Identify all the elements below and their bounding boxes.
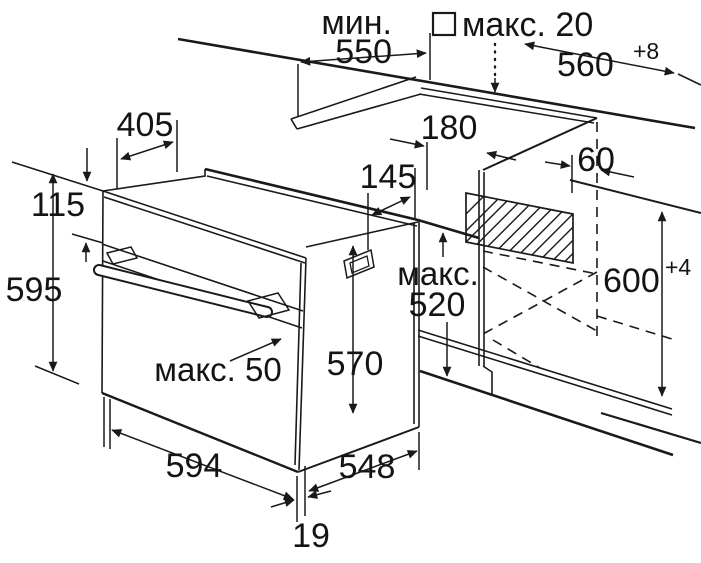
vent-cutout-hatch-area [465, 191, 574, 265]
label-overhang-max-20: макс. 20 [462, 6, 593, 44]
worktop [177, 37, 701, 130]
dimension-labels: мин. 550 макс. 20 560 +8 405 115 595 180… [6, 4, 692, 555]
label-top-depth-405: 405 [117, 106, 174, 144]
label-180: 180 [421, 109, 478, 147]
oven [11, 161, 480, 474]
label-niche-depth-520: 520 [409, 286, 466, 324]
label-door-max-50: макс. 50 [154, 351, 281, 388]
label-niche-height-tolerance: +4 [665, 254, 691, 280]
label-body-depth-570: 570 [327, 345, 384, 383]
label-oven-height-595: 595 [6, 271, 63, 309]
square-symbol-icon [431, 11, 457, 37]
label-niche-height-600: 600 [603, 262, 660, 300]
label-maks-prefix: макс. [397, 255, 479, 292]
label-niche-width-tolerance: +8 [633, 38, 659, 64]
label-145: 145 [360, 158, 417, 196]
door-handle [93, 246, 291, 319]
dimension-annotations [34, 11, 675, 522]
label-oven-width-594: 594 [166, 447, 223, 485]
label-60: 60 [577, 141, 615, 179]
label-panel-height-115: 115 [31, 186, 85, 224]
label-niche-width-560: 560 [557, 46, 614, 84]
label-min-prefix: мин. [321, 4, 392, 42]
side-vent-slot [343, 248, 375, 280]
hidden-edges [482, 122, 673, 369]
label-side-depth-548: 548 [339, 448, 396, 486]
label-worktop-depth-550: 550 [335, 33, 392, 71]
cabinet-niche [417, 117, 701, 457]
label-door-offset-19: 19 [292, 517, 330, 555]
